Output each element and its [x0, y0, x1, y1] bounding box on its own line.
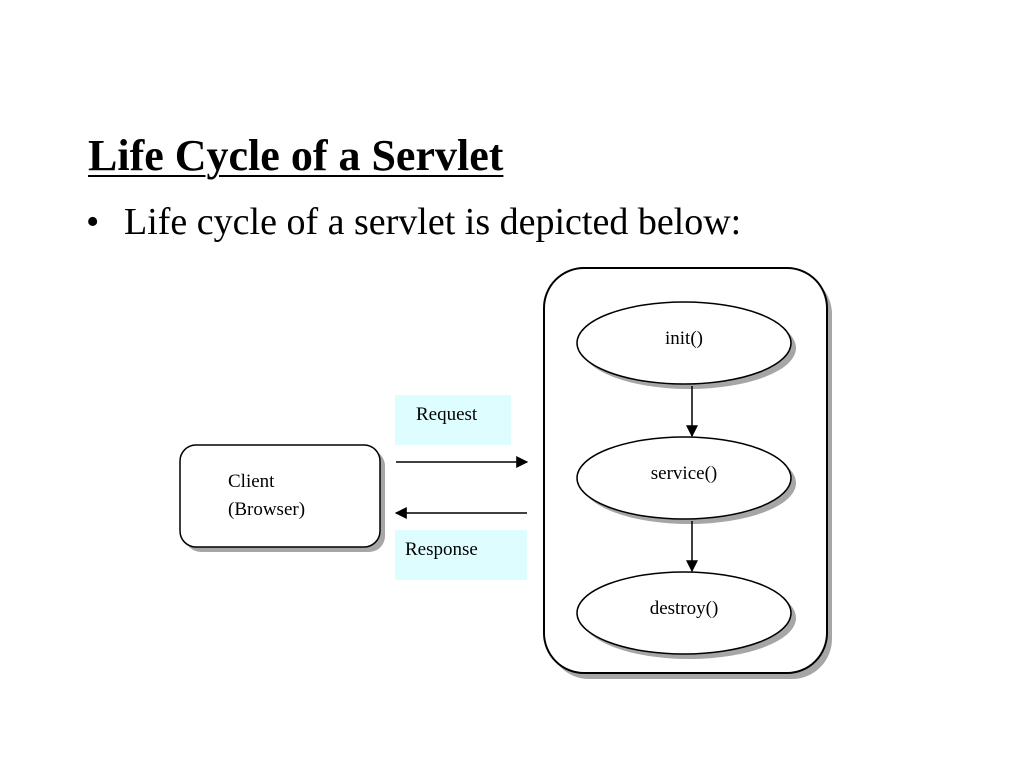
bullet-text: Life cycle of a servlet is depicted belo… [124, 201, 742, 243]
service-label: service() [650, 463, 718, 484]
slide-title: Life Cycle of a Servlet [88, 131, 504, 180]
client-label-line2: (Browser) [228, 499, 306, 520]
destroy-node [576, 571, 792, 655]
request-label-box [395, 395, 511, 445]
response-label: Response [405, 539, 478, 560]
bullet-marker: • [86, 201, 100, 243]
request-label: Request [416, 404, 478, 425]
response-label-box [395, 530, 527, 580]
client-box [179, 444, 381, 548]
destroy-label: destroy() [649, 598, 719, 619]
bullet-point: • Life cycle of a servlet is depicted bel… [86, 196, 741, 248]
service-node [576, 436, 792, 520]
client-label-line1: Client [228, 471, 275, 492]
init-label: init() [665, 328, 703, 349]
init-node [576, 301, 792, 385]
